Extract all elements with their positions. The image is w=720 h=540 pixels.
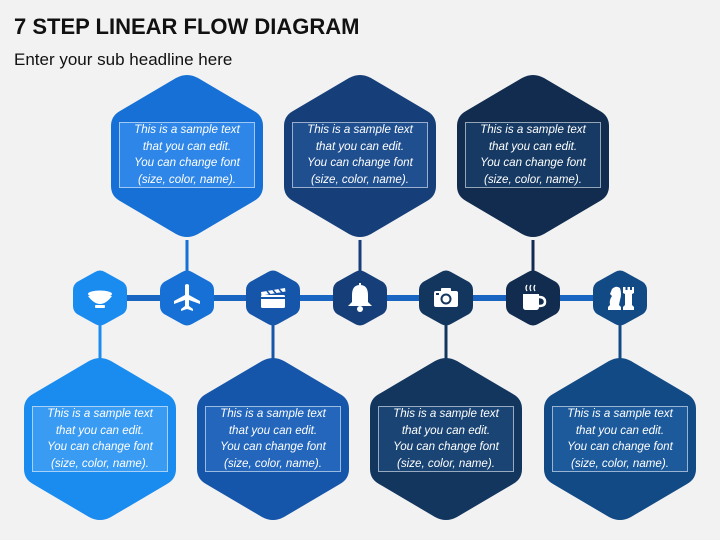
step-7-text-box[interactable]: This is a sample text that you can edit.…: [552, 406, 688, 472]
text-line: This is a sample text: [134, 123, 240, 136]
bowl-icon: [88, 290, 112, 308]
text-line: You can change font: [220, 440, 326, 453]
coffee-cup-icon: [523, 284, 547, 310]
step-5-text-box[interactable]: This is a sample text that you can edit.…: [378, 406, 514, 472]
text-line: You can change font: [480, 156, 586, 169]
text-line: that you can edit.: [315, 139, 405, 153]
text-line: (size, color, name).: [311, 172, 409, 186]
text-line: (size, color, name).: [138, 172, 236, 186]
bell-icon: [348, 283, 372, 312]
text-line: This is a sample text: [480, 123, 586, 136]
text-line: This is a sample text: [47, 407, 153, 420]
text-line: that you can edit.: [488, 139, 578, 153]
page-subtitle: Enter your sub headline here: [14, 50, 233, 69]
text-line: that you can edit.: [228, 423, 318, 437]
step-3-text-box[interactable]: This is a sample text that you can edit.…: [205, 406, 341, 472]
clapperboard-icon: [261, 288, 286, 308]
text-line: This is a sample text: [567, 407, 673, 420]
airplane-icon: [174, 284, 200, 311]
text-line: that you can edit.: [55, 423, 145, 437]
text-line: that you can edit.: [401, 423, 491, 437]
text-line: (size, color, name).: [224, 456, 322, 470]
text-line: You can change font: [393, 440, 499, 453]
text-line: This is a sample text: [220, 407, 326, 420]
step-6-text-box[interactable]: This is a sample text that you can edit.…: [465, 122, 601, 188]
text-line: This is a sample text: [393, 407, 499, 420]
text-line: (size, color, name).: [484, 172, 582, 186]
text-line: that you can edit.: [575, 423, 665, 437]
step-4-text-box[interactable]: This is a sample text that you can edit.…: [292, 122, 428, 188]
text-line: that you can edit.: [142, 139, 232, 153]
text-line: You can change font: [134, 156, 240, 169]
page-title: 7 STEP LINEAR FLOW DIAGRAM: [14, 14, 360, 39]
chess-pieces-icon: [608, 286, 634, 310]
step-2-text-box[interactable]: This is a sample text that you can edit.…: [119, 122, 255, 188]
text-line: You can change font: [307, 156, 413, 169]
camera-icon: [434, 288, 458, 307]
text-line: (size, color, name).: [571, 456, 669, 470]
step-1-text-box[interactable]: This is a sample text that you can edit.…: [32, 406, 168, 472]
text-line: You can change font: [567, 440, 673, 453]
text-line: (size, color, name).: [51, 456, 149, 470]
text-line: This is a sample text: [307, 123, 413, 136]
text-line: You can change font: [47, 440, 153, 453]
text-line: (size, color, name).: [397, 456, 495, 470]
